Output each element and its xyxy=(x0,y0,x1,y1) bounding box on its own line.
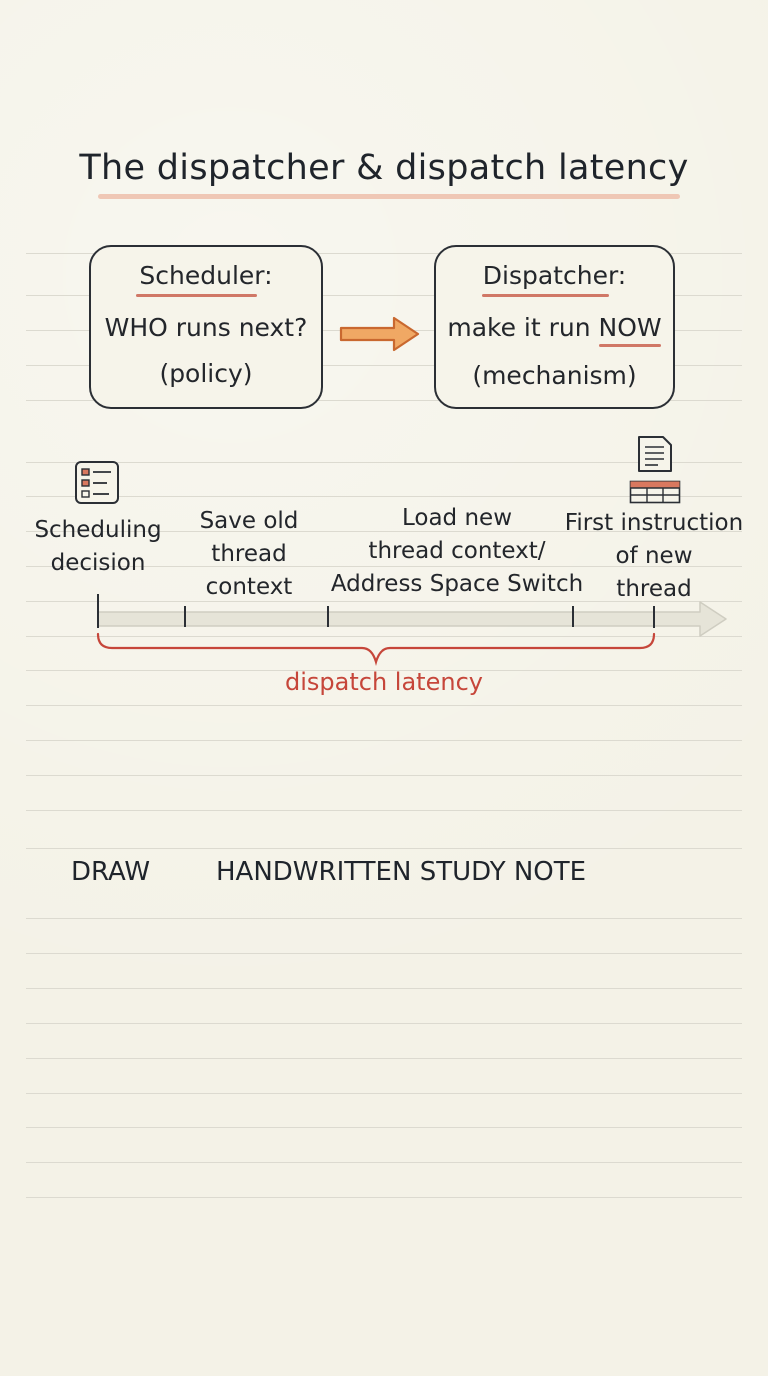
page-title: The dispatcher & dispatch latency xyxy=(79,148,689,188)
latency-brace xyxy=(96,632,656,666)
ruled-line xyxy=(26,566,742,567)
ruled-line xyxy=(26,365,742,366)
scheduler-question: WHO runs next? xyxy=(104,313,308,342)
step-label-line: Load new xyxy=(401,505,513,531)
ruled-line xyxy=(26,1023,742,1024)
ruled-line xyxy=(26,1058,742,1059)
ruled-line xyxy=(26,253,742,254)
ruled-line xyxy=(26,462,742,463)
step-label-line: Save old xyxy=(199,508,299,534)
ruled-line xyxy=(26,601,742,602)
ruled-line xyxy=(26,705,742,706)
ruled-line xyxy=(26,531,742,532)
timeline-diagram xyxy=(96,594,727,666)
timeline-axis-arrow xyxy=(97,601,727,637)
ruled-line xyxy=(26,953,742,954)
ruled-line xyxy=(26,810,742,811)
ruled-line xyxy=(26,400,742,401)
checklist-icon xyxy=(75,461,119,504)
ruled-line xyxy=(26,988,742,989)
dispatcher-box: Dispatcher: make it run NOW (mechanism) xyxy=(434,245,675,409)
dispatcher-action: make it run NOW xyxy=(447,313,662,342)
step-label-line: thread xyxy=(616,576,692,602)
step-label-line: of new xyxy=(615,543,693,569)
ruled-line xyxy=(26,1197,742,1198)
ruled-line xyxy=(26,636,742,637)
right-arrow-icon xyxy=(339,316,420,352)
footer-draw-label: DRAW xyxy=(71,857,151,887)
step-label-line: thread xyxy=(211,541,287,567)
dispatcher-heading-underline xyxy=(482,294,609,297)
step-label-line: decision xyxy=(50,550,146,576)
footer-study-note-label: HANDWRITTEN STUDY NOTE xyxy=(216,857,587,887)
step-label-scheduling-decision: Scheduling decision xyxy=(22,514,174,580)
scheduler-heading: Scheduler: xyxy=(139,261,273,290)
ruled-line xyxy=(26,1127,742,1128)
step-label-line: First instruction xyxy=(564,510,744,536)
document-icon xyxy=(638,436,672,472)
scheduler-heading-underline xyxy=(136,294,257,297)
ruled-line xyxy=(26,775,742,776)
ruled-line xyxy=(26,295,742,296)
ruled-line xyxy=(26,670,742,671)
ruled-line xyxy=(26,740,742,741)
ruled-line xyxy=(26,1162,742,1163)
step-label-first-instruction: First instruction of new thread xyxy=(562,507,746,606)
scheduler-box: Scheduler: WHO runs next? (policy) xyxy=(89,245,323,409)
step-label-load-new-context: Load new thread context/ Address Space S… xyxy=(330,502,584,601)
step-label-line: Address Space Switch xyxy=(330,571,584,597)
now-underline xyxy=(599,344,661,347)
ruled-line xyxy=(26,848,742,849)
step-label-line: context xyxy=(205,574,293,600)
scheduler-policy: (policy) xyxy=(159,359,253,388)
dispatcher-heading: Dispatcher: xyxy=(482,261,627,290)
dispatcher-mechanism: (mechanism) xyxy=(472,361,637,390)
ruled-line xyxy=(26,1093,742,1094)
step-label-save-old-context: Save old thread context xyxy=(174,505,324,604)
step-label-line: Scheduling xyxy=(34,517,162,543)
title-underline xyxy=(98,194,680,199)
step-label-line: thread context/ xyxy=(368,538,546,564)
ruled-line xyxy=(26,918,742,919)
ruled-line xyxy=(26,496,742,497)
table-icon xyxy=(629,480,681,504)
dispatch-latency-label: dispatch latency xyxy=(285,668,483,696)
